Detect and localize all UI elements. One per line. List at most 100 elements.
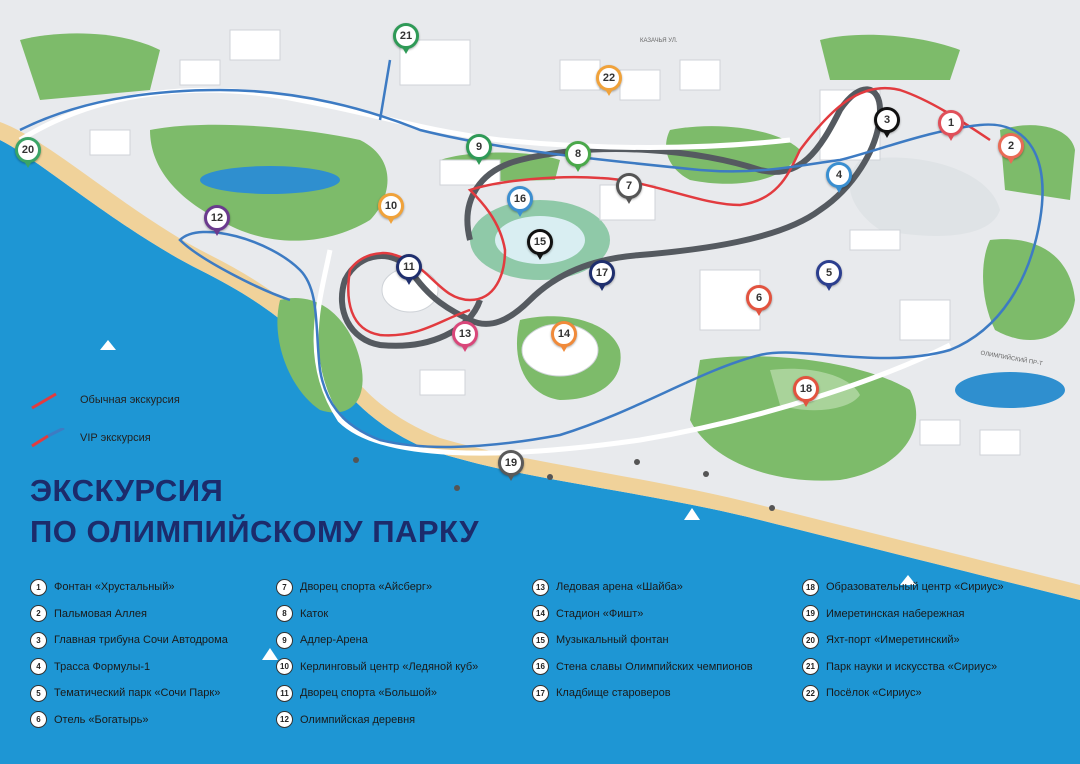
pin-number: 11 — [403, 261, 415, 273]
regular-route-path — [348, 86, 991, 302]
route-legend-regular: Обычная экскурсия — [30, 388, 180, 412]
pin-number: 13 — [458, 328, 472, 340]
poi-label: Имеретинская набережная — [826, 607, 965, 620]
poi-label: Стена славы Олимпийских чемпионов — [556, 660, 753, 673]
poi-number: 17 — [532, 684, 549, 702]
poi-label: Музыкальный фонтан — [556, 634, 669, 647]
map-pin-6[interactable]: 6 — [746, 285, 772, 316]
map-pin-18[interactable]: 18 — [793, 376, 819, 407]
poi-label: Тематический парк «Сочи Парк» — [54, 687, 221, 700]
pin-number: 7 — [625, 180, 633, 192]
map-pin-7[interactable]: 7 — [616, 173, 642, 204]
map-pin-22[interactable]: 22 — [596, 65, 622, 96]
poi-label: Олимпийская деревня — [300, 713, 416, 726]
pin-number: 10 — [384, 200, 398, 212]
page-title: ЭКСКУРСИЯ ПО ОЛИМПИЙСКОМУ ПАРКУ — [30, 470, 479, 552]
map-pin-15[interactable]: 15 — [527, 229, 553, 260]
pin-number: 14 — [557, 328, 571, 340]
route-swatch-regular — [31, 392, 57, 410]
pin-number: 19 — [504, 457, 518, 469]
map-pin-21[interactable]: 21 — [393, 23, 419, 54]
pin-number: 17 — [595, 267, 609, 279]
map-pin-5[interactable]: 5 — [816, 260, 842, 291]
poi-number: 5 — [30, 684, 47, 702]
map-pin-16[interactable]: 16 — [507, 186, 533, 217]
pin-number: 2 — [1007, 140, 1015, 152]
poi-number: 15 — [532, 631, 549, 649]
map-pin-11[interactable]: 11 — [396, 254, 422, 285]
map-pin-12[interactable]: 12 — [204, 205, 230, 236]
poi-number: 13 — [532, 578, 549, 596]
poi-label: Фонтан «Хрустальный» — [54, 581, 175, 594]
route-legend: Обычная экскурсия VIP экскурсия — [30, 388, 180, 464]
map-pin-1[interactable]: 1 — [938, 110, 964, 141]
map-pin-17[interactable]: 17 — [589, 260, 615, 291]
list-item[interactable]: 22 Посёлок «Сириус» — [802, 680, 1004, 707]
map-pin-2[interactable]: 2 — [998, 133, 1024, 164]
poi-number: 22 — [802, 684, 819, 702]
lake-east — [955, 372, 1065, 408]
poi-number: 18 — [802, 578, 819, 596]
pin-number: 9 — [475, 141, 483, 153]
pin-number: 22 — [602, 72, 616, 84]
list-item[interactable]: 5 Тематический парк «Сочи Парк» — [30, 680, 228, 707]
lake-west — [200, 166, 340, 194]
pin-number: 5 — [825, 267, 833, 279]
poi-label: Посёлок «Сириус» — [826, 687, 922, 700]
map-pin-3[interactable]: 3 — [874, 107, 900, 138]
map-pin-19[interactable]: 19 — [498, 450, 524, 481]
map-pin-13[interactable]: 13 — [452, 321, 478, 352]
map-pin-9[interactable]: 9 — [466, 134, 492, 165]
poi-label: Керлинговый центр «Ледяной куб» — [300, 660, 479, 673]
pin-number: 21 — [399, 30, 413, 42]
poi-number: 16 — [532, 658, 549, 676]
poi-number: 10 — [276, 658, 293, 676]
pin-number: 12 — [210, 212, 224, 224]
poi-label: Дворец спорта «Большой» — [300, 687, 437, 700]
list-item[interactable]: 12 Олимпийская деревня — [276, 707, 478, 734]
map-pin-4[interactable]: 4 — [826, 162, 852, 193]
poi-number: 12 — [276, 711, 293, 729]
poi-number: 14 — [532, 605, 549, 623]
map-pin-20[interactable]: 20 — [15, 137, 41, 168]
poi-label: Стадион «Фишт» — [556, 607, 644, 620]
poi-number: 8 — [276, 605, 293, 623]
map-pin-10[interactable]: 10 — [378, 193, 404, 224]
poi-label: Главная трибуна Сочи Автодрома — [54, 634, 228, 647]
poi-label: Дворец спорта «Айсберг» — [300, 581, 433, 594]
vip-route-path — [19, 88, 1044, 449]
list-item[interactable]: 16 Стена славы Олимпийских чемпионов — [532, 654, 753, 681]
poi-label: Трасса Формулы-1 — [54, 660, 151, 673]
pin-number: 18 — [799, 383, 813, 395]
list-item[interactable]: 14 Стадион «Фишт» — [532, 601, 753, 628]
pin-number: 20 — [21, 144, 35, 156]
map-pin-8[interactable]: 8 — [565, 141, 591, 172]
pin-number: 3 — [883, 114, 891, 126]
route-legend-vip: VIP экскурсия — [30, 426, 180, 450]
list-item[interactable]: 10 Керлинговый центр «Ледяной куб» — [276, 654, 478, 681]
list-item[interactable]: 15 Музыкальный фонтан — [532, 627, 753, 654]
map-pin-14[interactable]: 14 — [551, 321, 577, 352]
